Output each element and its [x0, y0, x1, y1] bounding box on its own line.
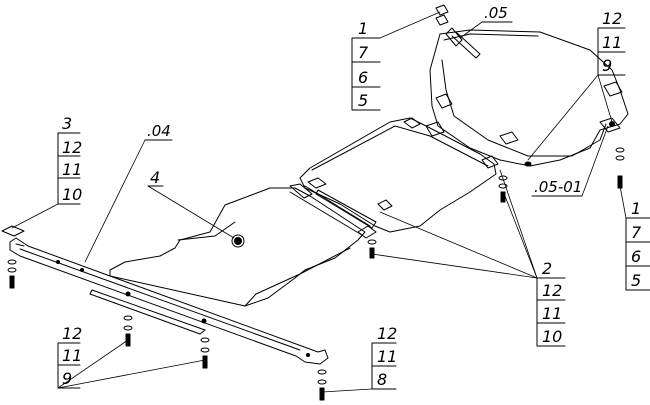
- callout-center-2: 12: [542, 281, 563, 300]
- front-skid-plate-part-4: [109, 183, 377, 307]
- callout-bottom-center-3: 8: [377, 370, 388, 389]
- part-05-label: .05: [484, 4, 508, 22]
- callout-top-left-1: 3: [62, 114, 73, 133]
- part-05-01-label: .05-01: [534, 178, 583, 196]
- callout-right-2: 7: [631, 223, 642, 242]
- callout-bottom-center-1: 12: [377, 324, 398, 343]
- front-crossbeam-part-04: [1, 225, 329, 365]
- callout-top-right-b-1: 12: [602, 9, 623, 28]
- callout-center-3: 11: [542, 304, 563, 323]
- part-4-label: 4: [150, 168, 161, 187]
- part-04-label: .04: [147, 122, 171, 140]
- fastener-bolts: [7, 147, 625, 401]
- callout-top-left-3: 11: [62, 160, 83, 179]
- callout-right-4: 5: [631, 271, 642, 290]
- callout-right-1: 1: [631, 199, 642, 218]
- callout-top-right-a-3: 6: [358, 68, 369, 87]
- callout-top-right-a-1: 1: [358, 19, 369, 38]
- callout-right-3: 6: [631, 247, 642, 266]
- callout-top-right-b-3: 9: [602, 56, 613, 75]
- callout-top-left-2: 12: [62, 138, 83, 157]
- callout-top-right-a-4: 5: [358, 91, 369, 110]
- callout-center-4: 10: [542, 327, 563, 346]
- middle-plate: [299, 117, 499, 233]
- callout-bottom-left-1: 12: [62, 324, 83, 343]
- leader-lines: [11, 11, 627, 393]
- callout-top-right-a-2: 7: [358, 43, 369, 62]
- callout-frames: [57, 21, 650, 390]
- callout-bottom-left-2: 11: [62, 346, 83, 365]
- callout-top-right-b-2: 11: [602, 33, 623, 52]
- callout-bottom-center-2: 11: [377, 347, 398, 366]
- callout-center-1: 2: [542, 259, 553, 278]
- callout-bottom-left-3: 9: [62, 369, 73, 388]
- callout-top-left-4: 10: [62, 185, 83, 204]
- transmission-plate-part-05: [425, 4, 629, 167]
